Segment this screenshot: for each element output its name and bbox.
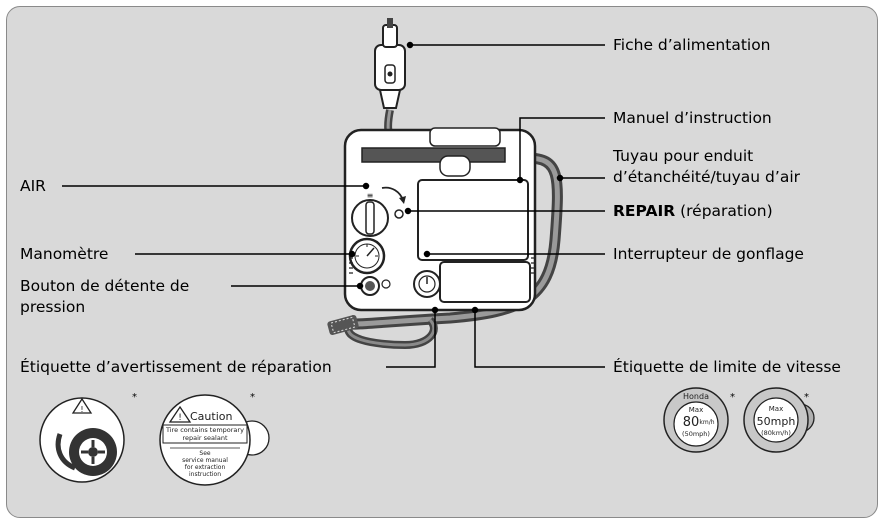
repair-warning-sticker-icon: !: [39, 397, 125, 483]
caution-line2: repair sealant: [182, 434, 227, 442]
caution-line1: Tire contains temporary: [165, 426, 244, 434]
svg-text:≡: ≡: [367, 191, 374, 200]
caution-title: Caution: [190, 410, 232, 423]
svg-text:!: !: [178, 413, 182, 423]
callout-dot-speed-limit: [471, 306, 479, 314]
honda-kmh-unit: km/h: [699, 419, 714, 426]
honda-speed-sticker: [663, 387, 729, 453]
label-speed-limit: Étiquette de limite de vitesse: [613, 358, 841, 376]
label-repair: REPAIR (réparation): [613, 202, 773, 221]
generic-kmh: (80km/h): [761, 429, 791, 437]
caution-line6: instruction: [189, 471, 221, 478]
asterisk-sticker-2: *: [250, 392, 255, 403]
label-hose-line2: d’étanchéité/tuyau d’air: [613, 168, 800, 186]
label-air: AIR: [20, 177, 46, 195]
callout-lines: [62, 41, 605, 368]
compressor-body: ≡: [343, 127, 537, 312]
power-plug-shape: [374, 18, 406, 153]
caution-line5: for extraction: [185, 464, 226, 471]
generic-mph: 50mph: [757, 415, 796, 428]
callout-dot-repair-warning: [431, 306, 439, 314]
label-hose-line1: Tuyau pour enduit: [613, 147, 754, 165]
asterisk-sticker-3: *: [730, 392, 735, 403]
asterisk-sticker-4: *: [804, 392, 809, 403]
label-repair-bold: REPAIR: [613, 202, 676, 220]
svg-text:!: !: [80, 405, 83, 414]
honda-kmh: 80: [683, 415, 700, 430]
label-relief-line2: pression: [20, 298, 86, 316]
generic-speed-sticker: [743, 387, 815, 453]
caution-line4: service manual: [182, 457, 228, 464]
asterisk-sticker-1: *: [132, 392, 137, 403]
callout-dot-power-plug: [406, 41, 414, 49]
honda-brand: Honda: [683, 392, 709, 401]
callout-dot-air: [362, 182, 370, 190]
label-repair-rest: (réparation): [675, 202, 773, 220]
callout-dot-repair: [404, 207, 412, 215]
label-inflation-switch: Interrupteur de gonflage: [613, 245, 804, 263]
caution-sticker: !: [159, 394, 270, 486]
callout-dot-gauge: [348, 250, 356, 258]
generic-max: Max: [769, 405, 783, 413]
label-gauge: Manomètre: [20, 245, 109, 263]
label-repair-warning: Étiquette d’avertissement de réparation: [20, 358, 332, 376]
air-hose-nozzle: [327, 315, 438, 350]
honda-max: Max: [689, 406, 703, 414]
callout-dot-hose: [556, 174, 564, 182]
label-relief-line1: Bouton de détente de: [20, 277, 190, 295]
callout-dot-manual: [516, 176, 524, 184]
callout-dot-relief: [356, 282, 364, 290]
label-instruction-manual: Manuel d’instruction: [613, 109, 772, 127]
callout-dot-switch: [423, 250, 431, 258]
label-power-plug: Fiche d’alimentation: [613, 36, 771, 54]
caution-line3: See: [199, 450, 211, 457]
honda-mph: (50mph): [682, 430, 710, 438]
